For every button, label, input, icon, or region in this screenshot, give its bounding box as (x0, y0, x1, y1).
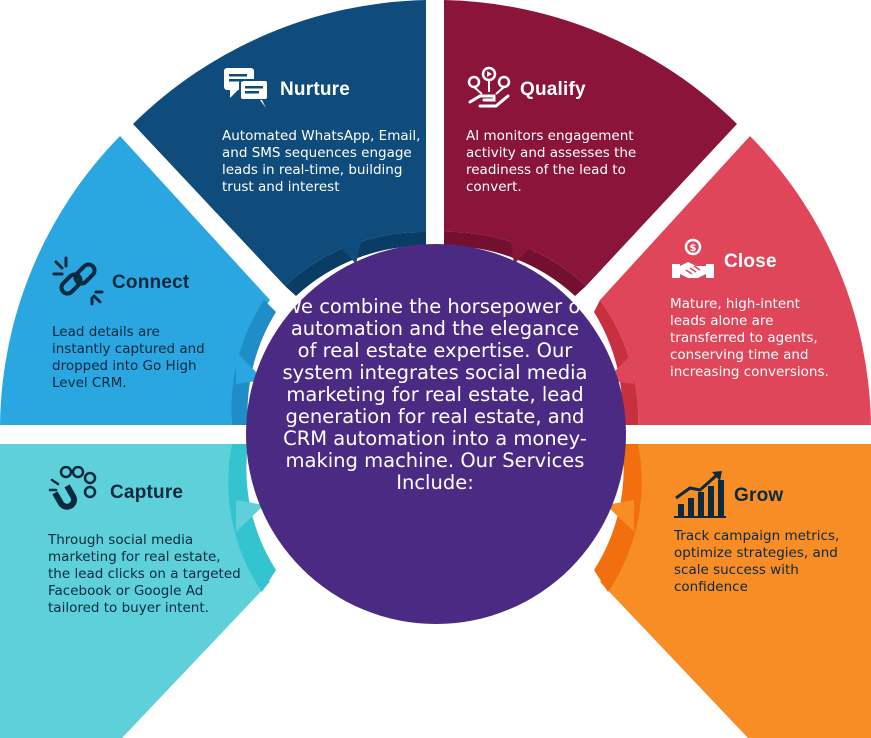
segment-capture-inner (228, 444, 276, 592)
segment-grow-title: Grow (734, 485, 784, 506)
segment-close (600, 136, 871, 425)
segment-qualify-title: Qualify (520, 79, 586, 100)
segment-capture-description: Through social media marketing for real … (48, 532, 241, 616)
segment-close-inner (594, 300, 639, 425)
center-circle (246, 244, 626, 624)
segment-close-header: $ Close (670, 238, 835, 286)
segment-grow (600, 444, 871, 738)
segment-connect-title: Connect (112, 272, 190, 293)
segment-grow-inner (594, 444, 642, 592)
broken-link-icon (52, 256, 104, 310)
pointer-grow (606, 500, 634, 532)
segment-qualify-description: AI monitors engagement activity and asse… (466, 128, 637, 195)
segment-connect-header: Connect (52, 256, 212, 310)
segment-connect-description: Lead details are instantly captured and … (52, 324, 205, 391)
segment-nurture-description: Automated WhatsApp, Email, and SMS seque… (222, 128, 421, 195)
segment-qualify-inner (444, 231, 586, 296)
segment-capture-title: Capture (110, 482, 184, 503)
segment-nurture-content: Nurture Automated WhatsApp, Email, and S… (222, 66, 427, 196)
handshake-icon: $ (670, 238, 716, 286)
pointer-capture (236, 500, 264, 532)
segment-connect (0, 136, 270, 425)
center-statement: We combine the horsepower of automation … (282, 295, 588, 494)
segment-qualify (444, 0, 737, 286)
pointer-qualify (510, 236, 542, 264)
segment-nurture-inner (285, 231, 426, 296)
growth-chart-icon (674, 470, 726, 522)
segment-capture-header: Capture (48, 465, 243, 520)
segment-connect-inner (231, 300, 276, 425)
segment-grow-description: Track campaign metrics, optimize strateg… (674, 528, 840, 595)
pointer-nurture (330, 236, 362, 264)
segment-qualify-content: Qualify AI monitors engagement activity … (466, 66, 666, 196)
segment-close-description: Mature, high-intent leads alone are tran… (670, 296, 829, 380)
segment-grow-header: Grow (674, 470, 844, 522)
chat-bubbles-icon (222, 66, 272, 114)
segment-qualify-header: Qualify (466, 66, 666, 114)
segment-capture-content: Capture Through social media marketing f… (48, 465, 243, 617)
segment-connect-content: Connect Lead details are instantly captu… (52, 256, 212, 392)
svg-text:$: $ (690, 243, 697, 254)
segment-close-content: $ Close Mature, high-intent leads alone … (670, 238, 835, 381)
hand-with-icons-icon (466, 66, 512, 114)
segment-grow-content: Grow Track campaign metrics, optimize st… (674, 470, 844, 596)
segment-capture (0, 444, 270, 738)
magnet-people-icon (48, 465, 102, 520)
segment-nurture-title: Nurture (280, 79, 351, 100)
segment-nurture (133, 0, 426, 286)
segment-nurture-header: Nurture (222, 66, 427, 114)
segment-close-title: Close (724, 251, 777, 272)
